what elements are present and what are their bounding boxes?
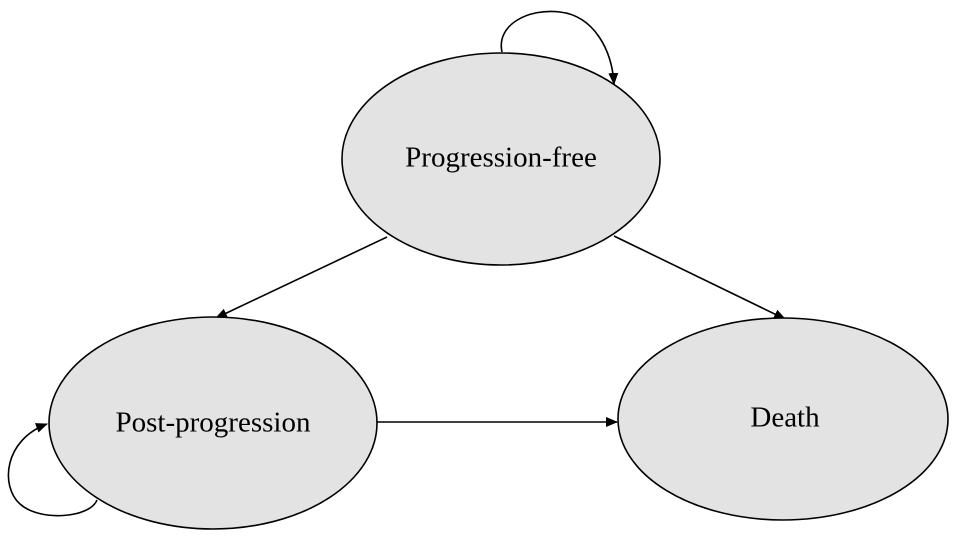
node-death-label: Death: [750, 402, 820, 434]
node-death-shape: [617, 317, 949, 521]
edge-progression-free-to-post-progression: [215, 236, 388, 319]
node-post-progression-shape: [48, 316, 378, 530]
node-progression-free: Progression-free: [341, 52, 661, 266]
node-post-progression-label: Post-progression: [116, 407, 311, 439]
edge-progression-free-to-death: [613, 235, 786, 320]
edge-post-progression-self-loop: [7, 423, 98, 517]
node-post-progression: Post-progression: [48, 316, 378, 530]
node-progression-free-label: Progression-free: [405, 142, 597, 174]
edge-progression-free-self-loop: [500, 10, 619, 85]
node-death: Death: [617, 317, 949, 521]
node-progression-free-shape: [341, 52, 661, 266]
